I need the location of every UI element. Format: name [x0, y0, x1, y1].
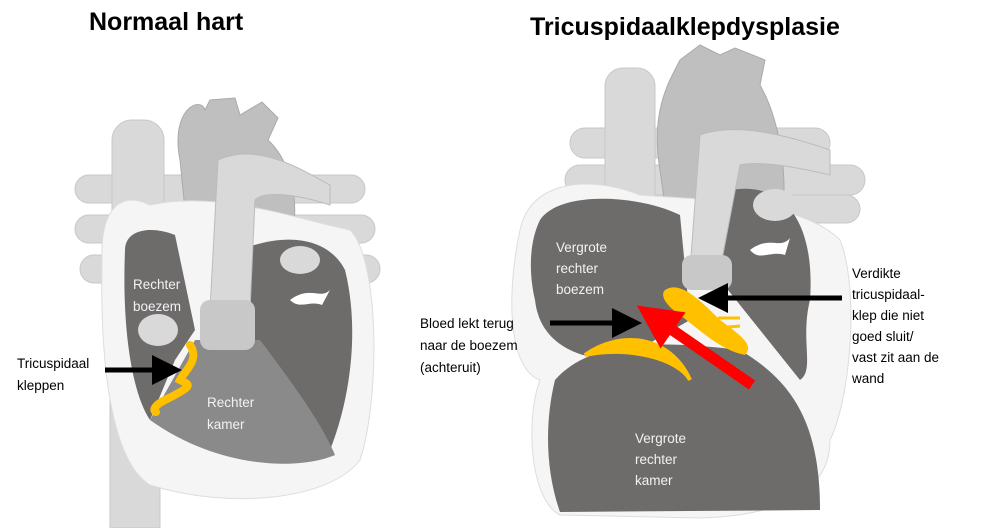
label: Vergrote [635, 431, 686, 446]
label: Rechter [133, 277, 181, 292]
label: wand [851, 371, 884, 386]
label: kleppen [17, 378, 64, 393]
normal-heart [74, 97, 381, 528]
label: Rechter [207, 395, 255, 410]
label: klep die niet [852, 308, 924, 323]
label: boezem [133, 299, 181, 314]
label: vast zit aan de [852, 350, 939, 365]
label: rechter [635, 452, 678, 467]
right-ventricle [150, 340, 335, 464]
mitral-valve [750, 238, 790, 256]
tricuspid-leaflet [583, 338, 692, 382]
mitral-valve [290, 290, 330, 305]
label: Bloed lekt terug [420, 316, 514, 331]
label: kamer [207, 417, 245, 432]
right-ventricle [548, 344, 820, 512]
label: boezem [556, 282, 604, 297]
pulmonary-vein-opening [753, 189, 797, 221]
title-normal: Normaal hart [89, 8, 244, 36]
tricuspid-valve [150, 341, 198, 416]
label: rechter [556, 261, 599, 276]
label: Tricuspidaal [17, 356, 89, 371]
label: kamer [635, 473, 673, 488]
label: (achteruit) [420, 360, 481, 375]
label: goed sluit/ [852, 329, 914, 344]
aortic-root [200, 300, 255, 350]
pulmonary-vein-opening [280, 246, 320, 274]
label: Vergrote [556, 240, 607, 255]
regurgitation-arrow [636, 305, 756, 390]
pulmonary-artery [209, 153, 331, 311]
dysplasia-heart [511, 44, 866, 519]
label: Verdikte [852, 266, 901, 281]
label: naar de boezem [420, 338, 518, 353]
pulmonary-artery [689, 129, 831, 271]
thickened-tricuspid-valve [663, 287, 749, 355]
left-heart [220, 239, 353, 450]
aortic-root [682, 255, 732, 290]
ivc-opening [138, 314, 178, 346]
title-dysplasia: Tricuspidaalklepdysplasie [530, 13, 840, 41]
label: tricuspidaal- [852, 287, 925, 302]
left-heart [720, 188, 811, 380]
